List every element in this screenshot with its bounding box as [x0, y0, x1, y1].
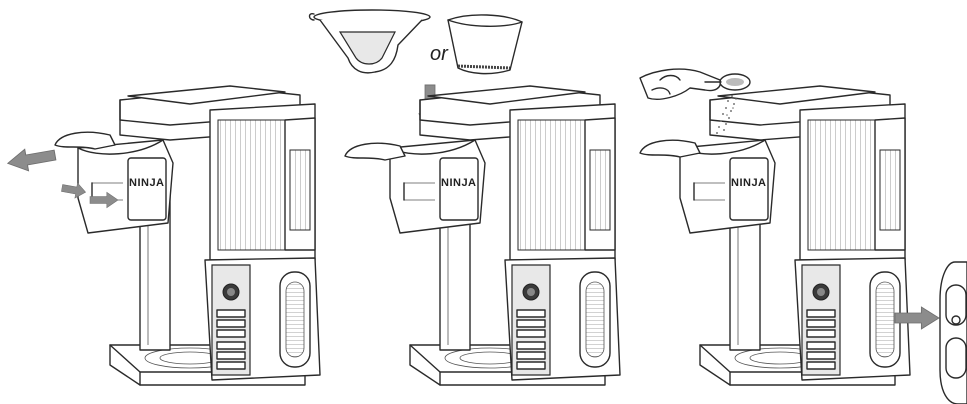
basket-handle-2	[345, 143, 405, 160]
panel-step-2: NINJA	[345, 86, 620, 385]
brand-label-3: NINJA	[731, 177, 767, 189]
coffee-maker-3	[700, 86, 910, 385]
panel-step-3: NINJA	[640, 86, 910, 385]
basket-handle-3	[640, 140, 700, 157]
coffee-maker-2	[410, 86, 620, 385]
brand-label-2: NINJA	[441, 177, 477, 189]
panel-step-1: NINJA	[55, 86, 320, 385]
pull-out-arrow	[6, 144, 57, 174]
removed-reservoir	[940, 262, 967, 404]
coffee-maker-1	[110, 86, 320, 385]
or-label: or	[430, 43, 449, 65]
brand-label-1: NINJA	[129, 177, 165, 189]
basket-handle-1	[55, 132, 115, 149]
brew-basket-1: NINJA	[78, 140, 173, 233]
paper-filter-icon	[448, 15, 522, 74]
permanent-filter-icon	[310, 10, 431, 73]
